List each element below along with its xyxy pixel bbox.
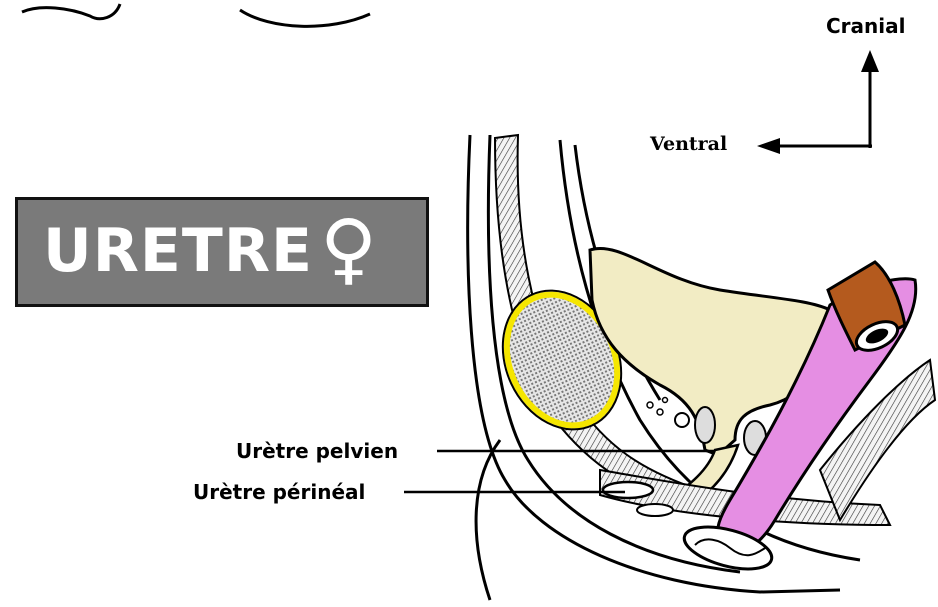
title-box: URETRE ♀ bbox=[15, 197, 429, 307]
female-symbol-icon: ♀ bbox=[320, 204, 377, 294]
top-fragment-left bbox=[22, 4, 120, 19]
top-fragment-right bbox=[240, 10, 370, 26]
cranial-label: Cranial bbox=[826, 14, 905, 38]
title-text: URETRE bbox=[43, 216, 313, 286]
ventral-label: Ventral bbox=[650, 133, 727, 155]
label-urethre-pelvien: Urètre pelvien bbox=[236, 439, 398, 463]
orientation-arrows bbox=[757, 50, 879, 154]
label-urethre-perineal: Urètre périnéal bbox=[193, 480, 365, 504]
